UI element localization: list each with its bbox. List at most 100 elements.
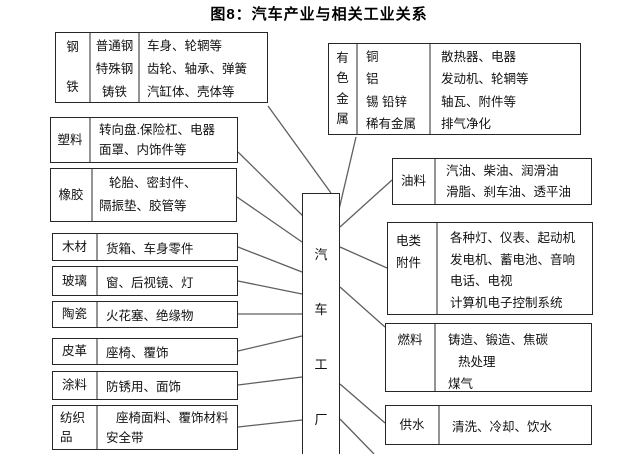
steel-materials: 普通钢 特殊钢 铸铁 [91,33,138,102]
content-line: 转向盘.保险杠、电器 [99,123,215,137]
oil-box: 油料 汽油、柴油、润滑油 滑脂、刹车油、透平油 [392,158,592,205]
textile-content: 座椅面料、覆饰材料 安全带 [98,406,237,449]
box-label: 陶瓷 [61,307,87,321]
connector-oil [339,179,393,228]
factory-char: 汽 [314,247,328,262]
content-line: 货箱、车身零件 [106,241,194,256]
content-line: 热处理 [458,355,496,369]
box-label: 燃料 [397,333,423,347]
water-label: 供水 [386,406,438,444]
connector-electrical [339,246,388,269]
nonferrous-box: 有 色 金 属 铜 铝 锡 铅锌 稀有金属 散热器、电器 发动机、轮辋等 轴瓦、… [328,43,581,135]
material-item: 铝 [366,72,379,87]
fuel-label: 燃料 [386,324,434,391]
product-item: 车身、轮辋等 [147,39,223,53]
textile-label: 纺织 品 [53,406,96,449]
column-divider [438,406,440,444]
column-divider [429,44,431,134]
content-line: 铸造、锻造、焦碳 [448,333,549,347]
material-item: 铜 [366,49,379,64]
box-label: 木材 [61,239,87,254]
plastic-content: 转向盘.保险杠、电器 面罩、内饰件等 [91,118,237,162]
material-item: 普通钢 [95,39,134,53]
ceramics-content: 火花塞、绝缘物 [98,302,237,327]
box-label: 涂料 [61,378,87,392]
leather-label: 皮革 [53,339,96,364]
box-label: 橡胶 [58,187,84,202]
electrical-label: 电类 附件 [388,223,436,314]
content-line: 清洗、冷却、饮水 [452,419,553,434]
steel-label-char: 铁 [66,80,79,94]
column-divider [96,234,98,260]
content-line: 面罩、内饰件等 [99,143,187,157]
nonferrous-label-char: 属 [336,111,349,126]
column-divider [434,159,436,204]
water-content: 清洗、冷却、饮水 [440,406,591,444]
oil-label: 油料 [393,159,434,204]
box-label: 纺织 [60,410,86,425]
content-line: 煤气 [448,377,474,391]
content-line: 窗、后视镜、灯 [106,275,194,290]
glass-label: 玻璃 [53,267,96,295]
leather-box: 皮革 座椅、覆饰 [52,338,238,365]
column-divider [96,406,98,449]
product-item: 齿轮、轴承、弹簧 [147,62,248,76]
material-item: 特殊钢 [95,62,134,76]
fuel-box: 燃料 铸造、锻造、焦碳 热处理 煤气 [385,323,592,392]
column-divider [89,118,91,162]
column-divider [436,223,438,314]
rubber-content: 轮胎、密封件、 隔振垫、胶管等 [93,169,236,221]
nonferrous-label-char: 有 [336,51,349,65]
rubber-label: 橡胶 [51,169,91,221]
connector-water [339,383,386,424]
content-line: 汽油、柴油、润滑油 [446,163,559,178]
material-item: 稀有金属 [366,117,417,132]
wood-box: 木材 货箱、车身零件 [52,233,238,261]
steel-label: 钢 铁 [56,33,89,102]
material-item: 铸铁 [101,85,127,99]
connector-plastic [237,151,306,219]
product-item: 散热器、电器 [441,49,517,64]
nonferrous-label-char: 金 [336,91,349,106]
material-item: 锡 铅锌 [366,94,407,109]
electrical-box: 电类 附件 各种灯、仪表、起动机 发电机、蓄电池、音响 电话、电视 计算机电子控… [387,222,593,315]
glass-content: 窗、后视镜、灯 [98,267,237,295]
content-line: 座椅面料、覆饰材料 [116,410,229,425]
nonferrous-products: 散热器、电器 发动机、轮辋等 轴瓦、附件等 排气净化 [431,44,580,134]
nonferrous-materials: 铜 铝 锡 铅锌 稀有金属 [358,44,429,134]
box-label: 油料 [400,174,426,188]
column-divider [434,324,436,391]
fuel-content: 铸造、锻造、焦碳 热处理 煤气 [436,324,591,391]
content-line: 座椅、覆饰 [106,346,169,360]
factory-char: 车 [314,302,328,317]
figure-title: 图8：汽车产业与相关工业关系 [210,6,428,23]
box-label: 塑料 [57,132,83,147]
wood-content: 货箱、车身零件 [98,234,237,260]
paint-content: 防锈用、面饰 [98,372,237,399]
product-item: 排气净化 [441,117,492,132]
steel-label-char: 钢 [66,40,79,54]
textile-box: 纺织 品 座椅面料、覆饰材料 安全带 [52,405,238,450]
box-label: 玻璃 [61,273,87,288]
column-divider [138,33,140,102]
box-label: 供水 [399,417,425,432]
electrical-content: 各种灯、仪表、起动机 发电机、蓄电池、音响 电话、电视 计算机电子控制系统 [438,223,592,314]
ceramics-box: 陶瓷 火花塞、绝缘物 [52,301,238,328]
auto-factory-box: 汽 车 工 厂 [302,193,340,454]
steel-products: 车身、轮辋等 齿轮、轴承、弹簧 汽缸体、壳体等 [140,33,267,102]
nonferrous-label-char: 色 [336,71,349,86]
product-item: 轴瓦、附件等 [441,94,517,109]
column-divider [91,169,93,221]
box-label: 皮革 [61,344,87,358]
plastic-box: 塑料 转向盘.保险杠、电器 面罩、内饰件等 [50,117,238,163]
column-divider [89,33,91,102]
content-line: 计算机电子控制系统 [450,295,563,310]
product-item: 汽缸体、壳体等 [147,85,235,99]
connector-fuel [339,286,386,328]
content-line: 火花塞、绝缘物 [106,309,194,323]
connector-rubber [236,196,303,243]
column-divider [96,339,98,364]
connector-wood [237,246,303,273]
content-line: 轮胎、密封件、 [109,176,197,190]
